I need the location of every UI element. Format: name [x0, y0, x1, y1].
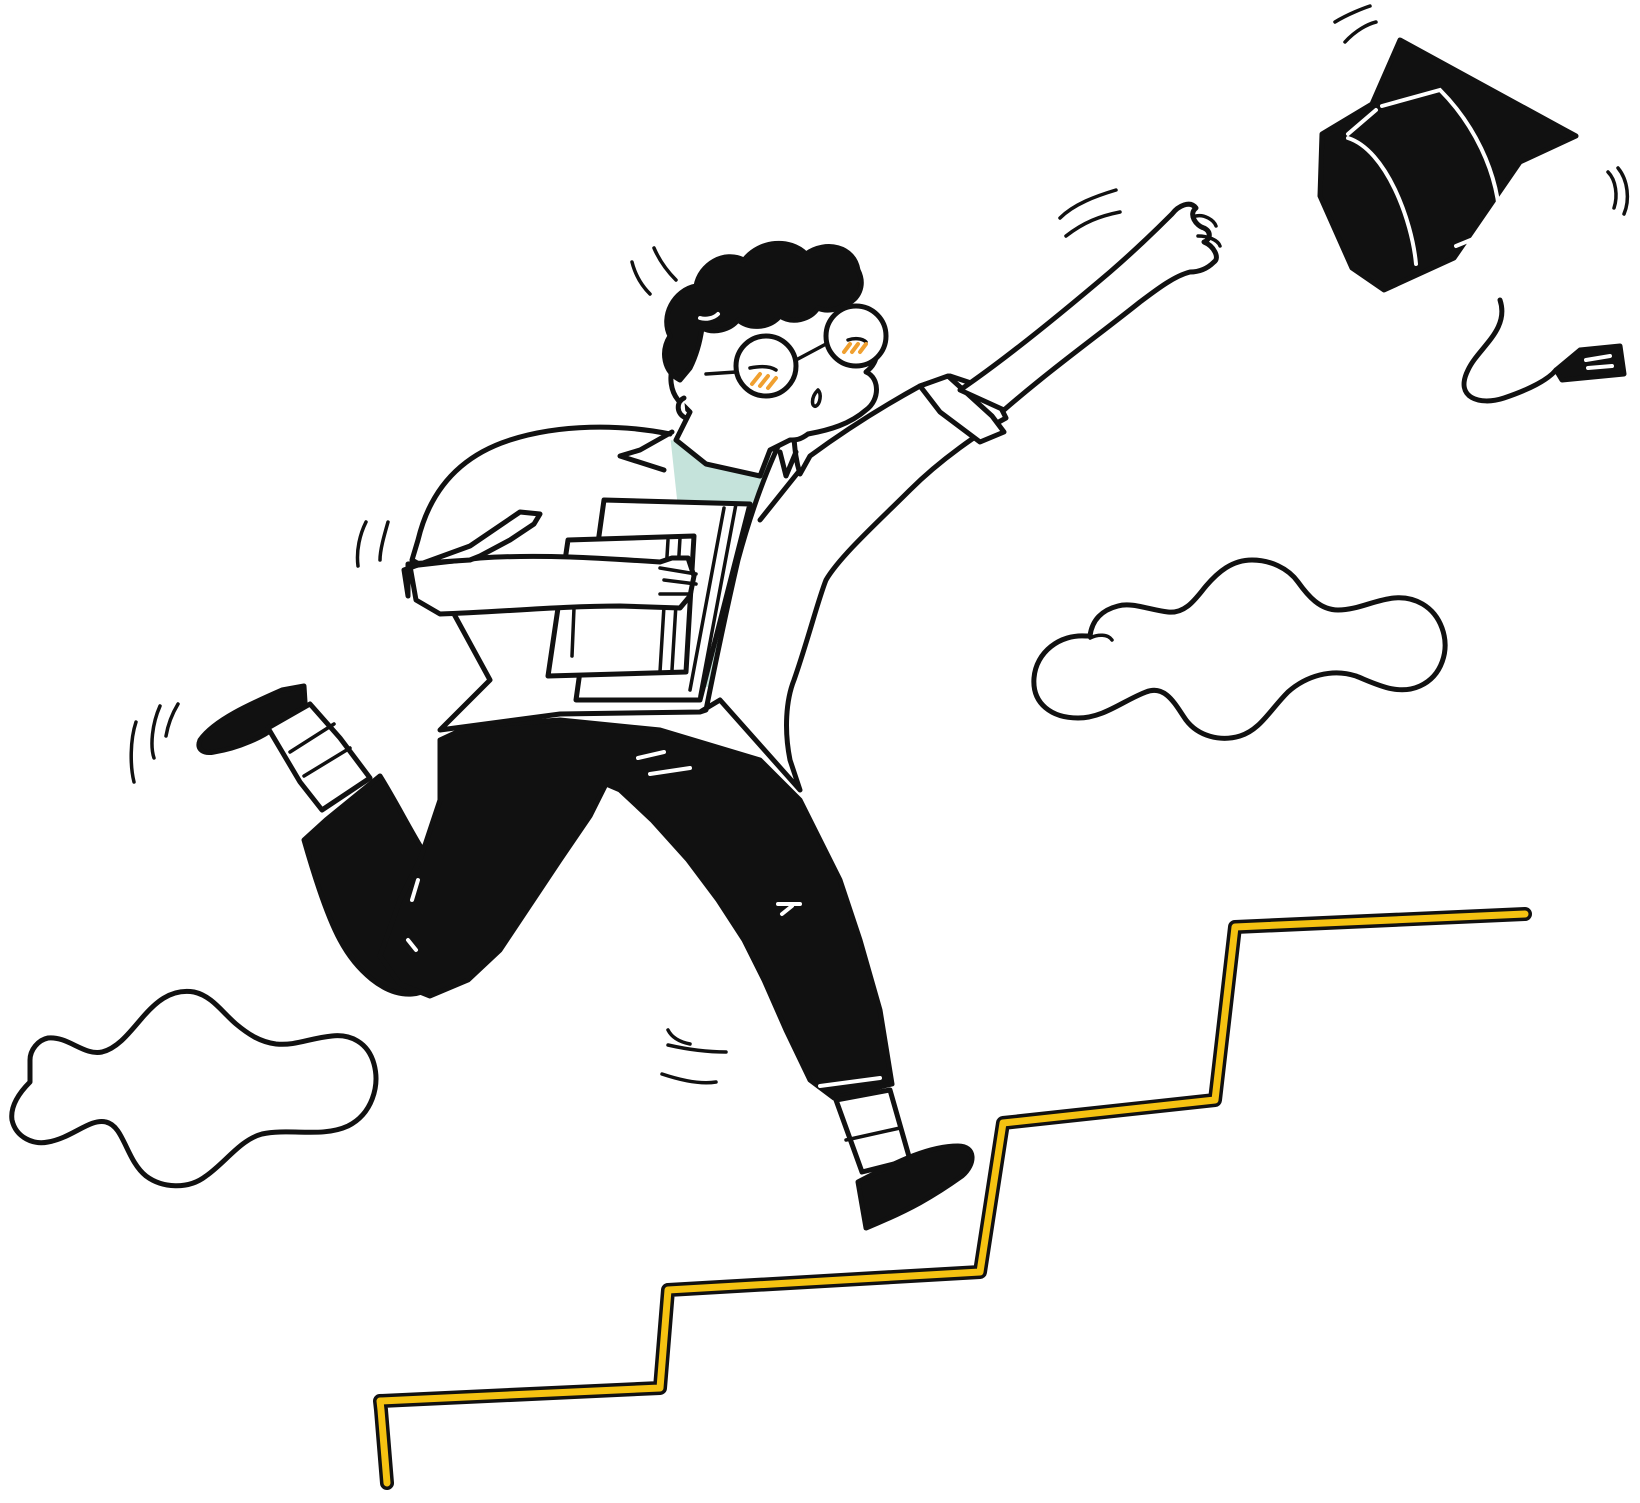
motion-marks [660, 1028, 728, 1085]
motion-marks [129, 702, 180, 784]
hair [662, 240, 864, 383]
holding-arm [401, 509, 698, 617]
motion-marks [355, 520, 390, 568]
stairs-fill [376, 910, 1529, 1487]
stairs [373, 907, 1532, 1490]
cloud-icon [9, 988, 379, 1189]
motion-marks [1058, 188, 1122, 238]
reaching-arm [917, 201, 1222, 445]
graduation-cap-icon [1317, 4, 1630, 404]
cloud-icon [1031, 557, 1448, 741]
head [662, 240, 889, 479]
jacket [409, 373, 1009, 793]
motion-marks [630, 246, 678, 296]
front-leg [833, 1087, 975, 1231]
person [129, 188, 1222, 1231]
trousers [377, 717, 895, 1101]
